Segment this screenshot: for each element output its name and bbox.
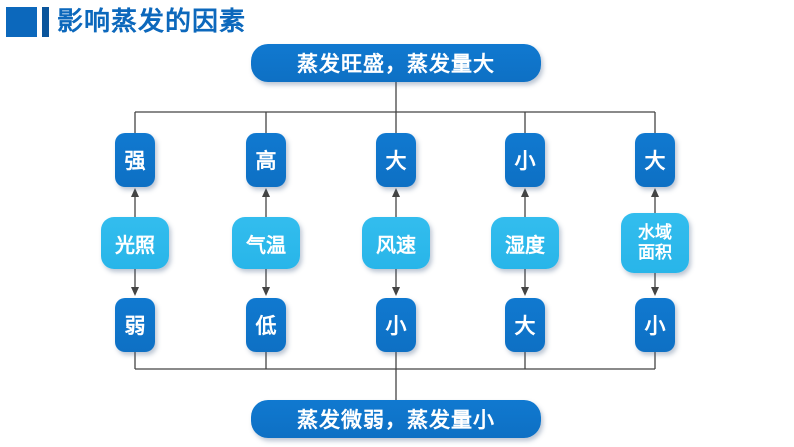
strong-state-box-temperature: 高 <box>246 133 286 187</box>
weak-state-box-water-area: 小 <box>635 298 675 352</box>
factor-label-water-area: 水域面积 <box>638 222 672 263</box>
strong-state-box-humidity: 小 <box>505 133 545 187</box>
top-tree-lines <box>134 81 656 134</box>
strong-state-box-wind: 大 <box>376 133 416 187</box>
title-bar-decoration <box>42 7 49 37</box>
bottom-result-box: 蒸发微弱，蒸发量小 <box>251 400 541 438</box>
down-arrows <box>131 269 659 296</box>
page-title: 影响蒸发的因素 <box>57 7 247 37</box>
weak-state-box-wind: 小 <box>376 298 416 352</box>
factor-box-humidity: 湿度 <box>491 217 559 269</box>
factor-box-wind: 风速 <box>362 217 430 269</box>
title-square-decoration <box>6 7 37 37</box>
weak-state-box-temperature: 低 <box>246 298 286 352</box>
strong-state-box-water-area: 大 <box>635 133 675 187</box>
weak-state-box-humidity: 大 <box>505 298 545 352</box>
factor-box-light: 光照 <box>101 217 169 269</box>
strong-state-box-light: 强 <box>115 133 155 187</box>
top-result-box: 蒸发旺盛，蒸发量大 <box>251 44 541 82</box>
bottom-tree-lines <box>134 351 656 401</box>
up-arrows <box>131 188 659 217</box>
factor-box-water-area: 水域面积 <box>621 213 689 273</box>
factor-box-temperature: 气温 <box>232 217 300 269</box>
weak-state-box-light: 弱 <box>115 298 155 352</box>
